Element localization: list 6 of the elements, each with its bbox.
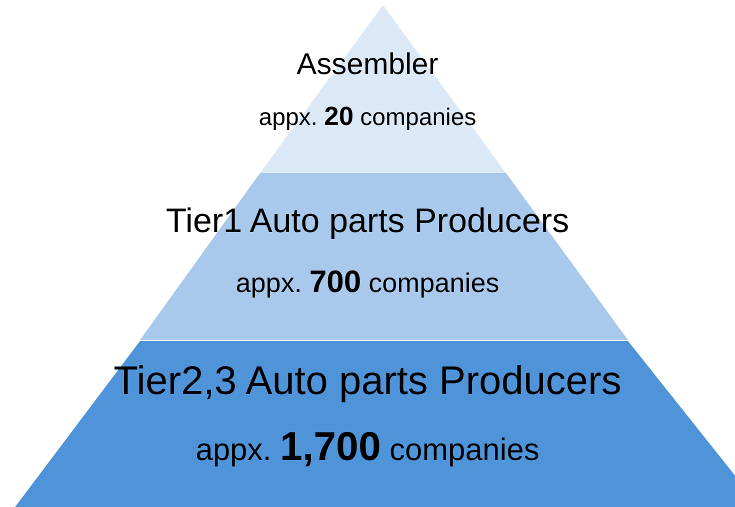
company-count: appx. 1,700 companies — [196, 424, 540, 470]
tier-title: Assembler — [296, 48, 438, 82]
company-count: appx. 700 companies — [236, 264, 500, 300]
company-count: appx. 20 companies — [258, 101, 476, 132]
tier-title: Tier2,3 Auto parts Producers — [114, 359, 622, 404]
tier-title: Tier1 Auto parts Producers — [166, 202, 570, 241]
